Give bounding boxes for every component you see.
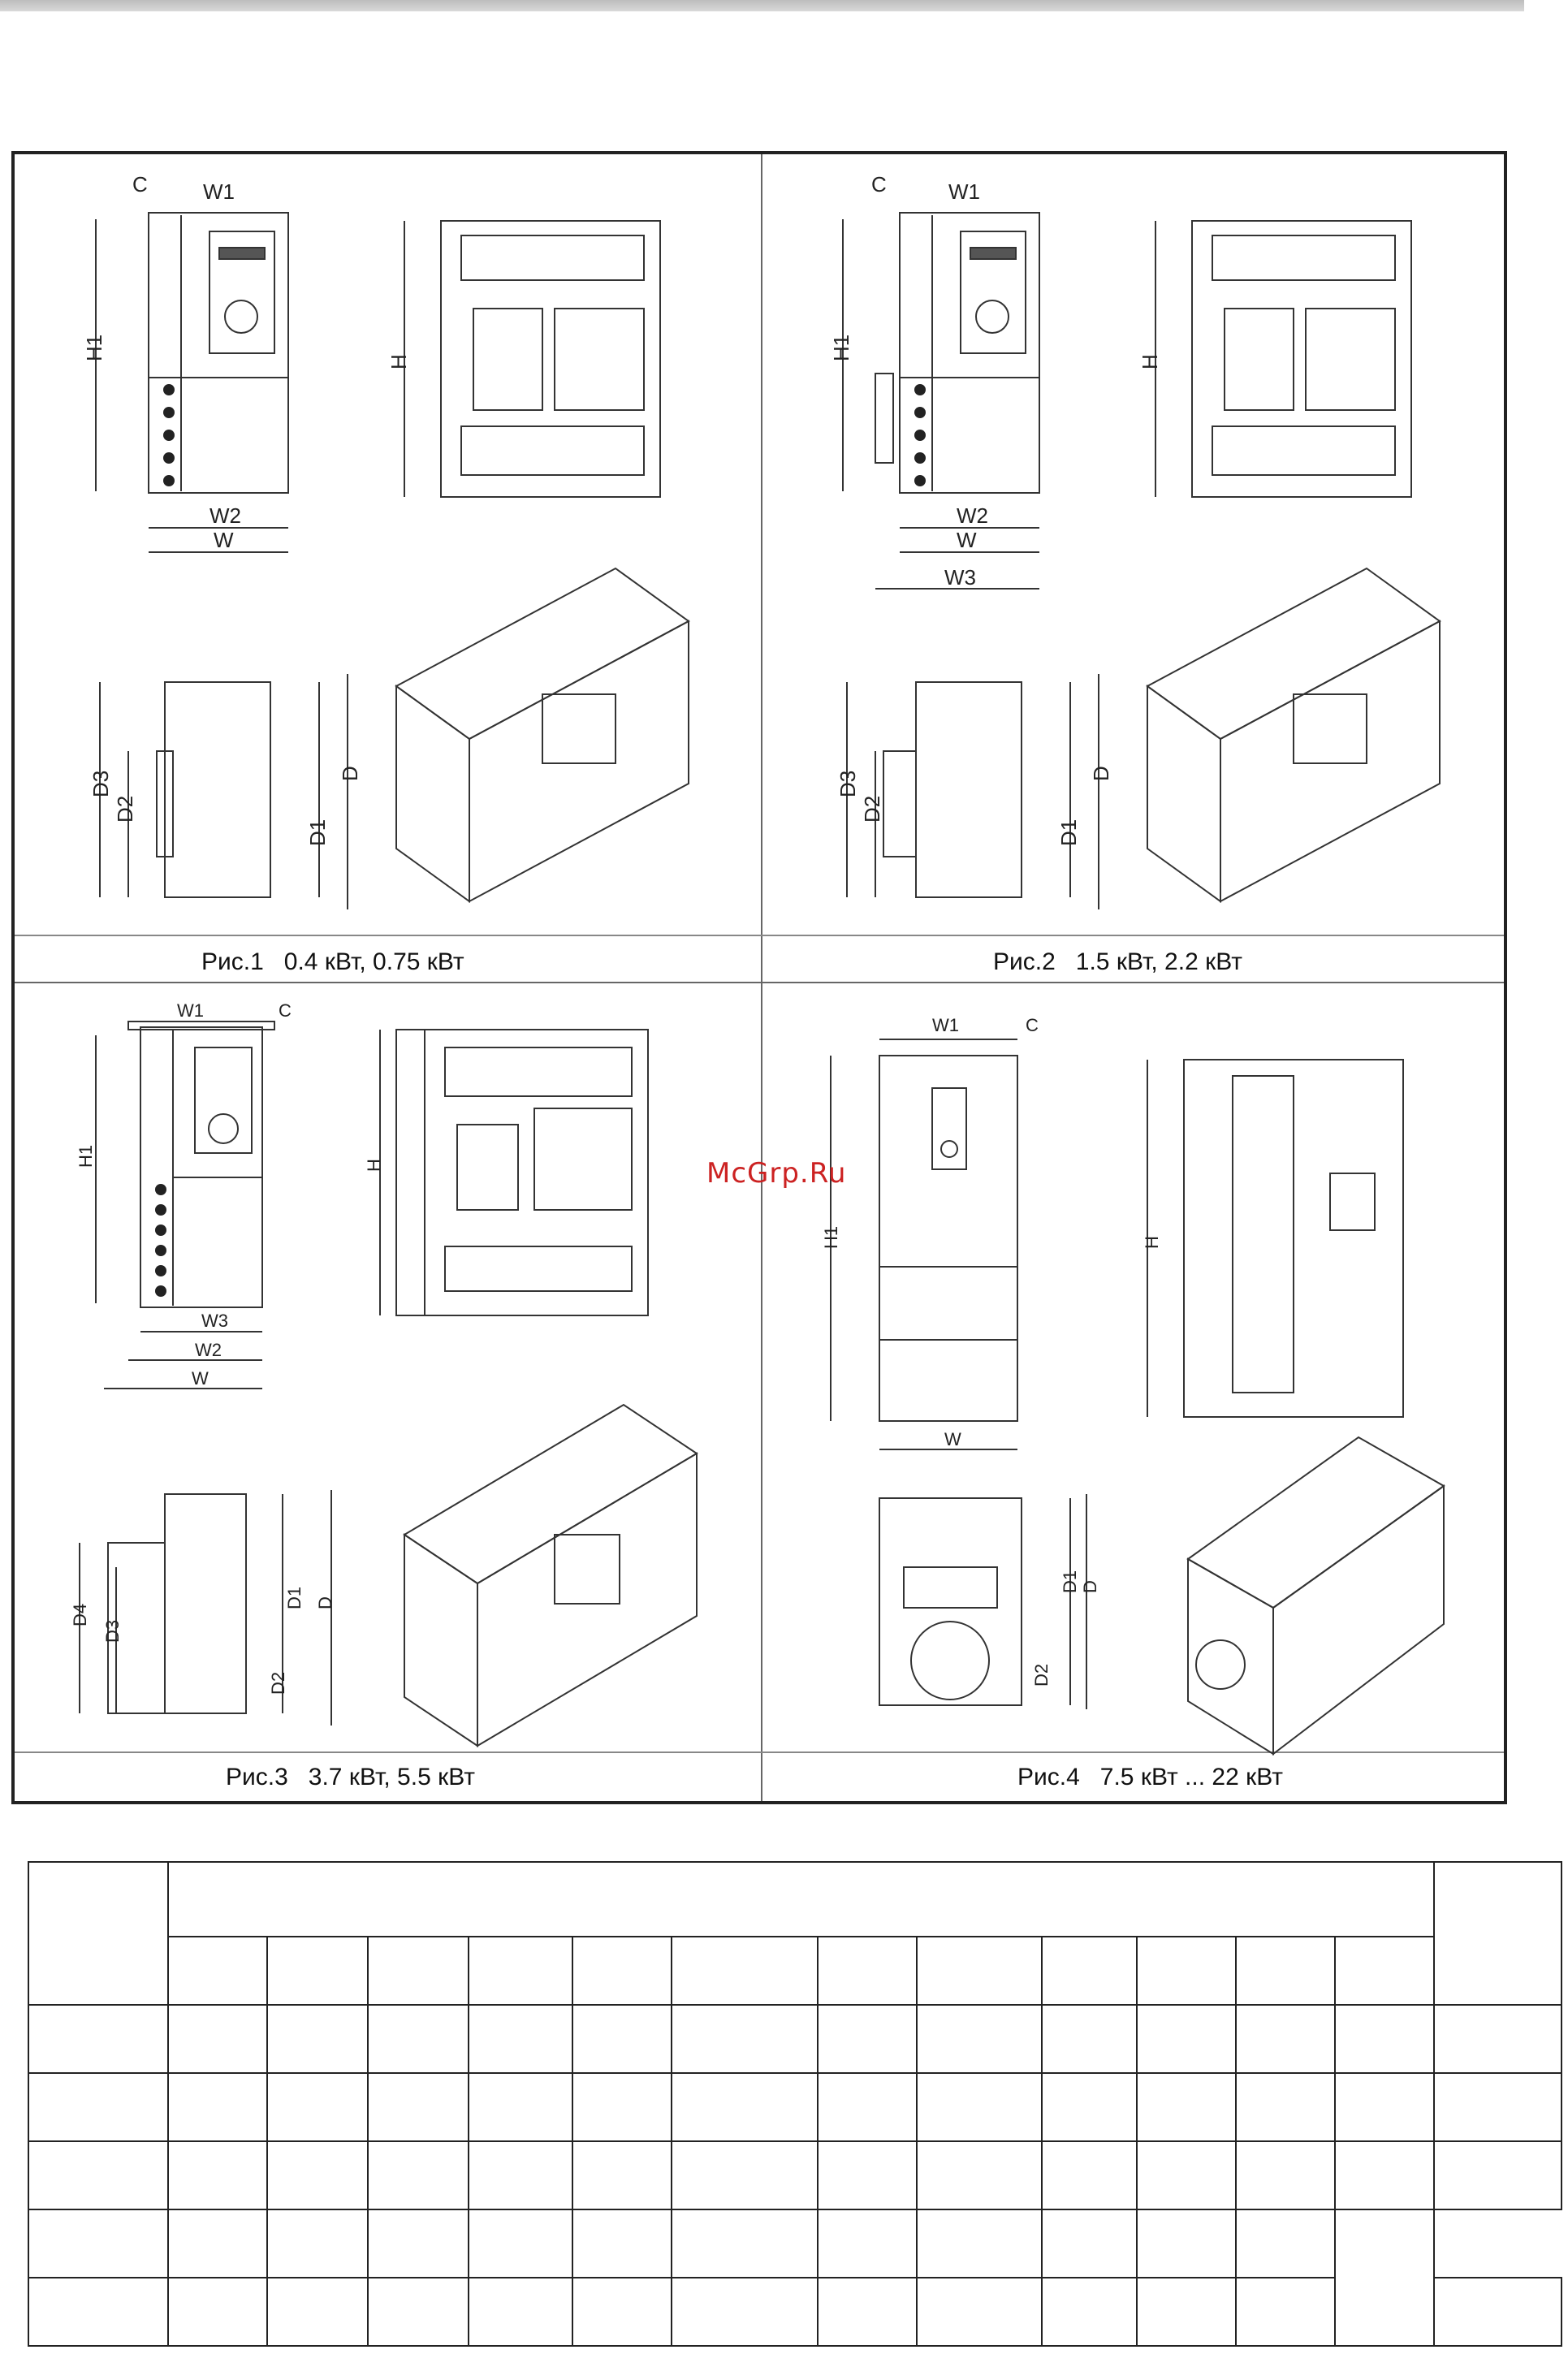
fig2-bottom-view bbox=[846, 674, 1099, 909]
fig2-dim-w2: W2 bbox=[957, 503, 988, 528]
fig2-dim-d2: D2 bbox=[860, 796, 884, 823]
fig3-dim-d1: D1 bbox=[284, 1587, 305, 1609]
fig3-dim-d: D bbox=[315, 1596, 335, 1609]
fig2-front-view bbox=[842, 212, 1040, 590]
dimensions-table bbox=[28, 1861, 1562, 2347]
fig2-iso-view bbox=[1146, 567, 1441, 903]
fig3-dim-h1: H1 bbox=[76, 1145, 96, 1168]
fig1-dim-w2: W2 bbox=[209, 503, 241, 528]
table-corner-cell bbox=[28, 1861, 169, 2006]
fig1-dim-h1: H1 bbox=[82, 335, 106, 361]
dimension-drawings: C W1 H1 H W2 W D3 D2 D1 D C W1 H1 H W2 W… bbox=[15, 154, 1504, 1801]
figure-3-caption: Рис.3 3.7 кВт, 5.5 кВт bbox=[226, 1764, 475, 1790]
header-rule bbox=[0, 0, 1524, 11]
fig1-front-view bbox=[95, 212, 289, 553]
fig2-dim-w3: W3 bbox=[944, 565, 976, 590]
fig3-dim-d2: D2 bbox=[268, 1672, 288, 1695]
fig1-dim-w1: W1 bbox=[203, 179, 235, 204]
fig4-dim-w: W bbox=[944, 1429, 961, 1449]
fig3-dim-d3: D3 bbox=[102, 1620, 123, 1643]
fig2-dim-c: C bbox=[871, 172, 887, 197]
fig2-side-view bbox=[1155, 220, 1412, 498]
fig1-iso-view bbox=[395, 567, 690, 903]
fig1-dim-w: W bbox=[214, 528, 234, 552]
table-header-span-cell bbox=[167, 1861, 1435, 1937]
fig1-bottom-view bbox=[99, 674, 348, 909]
table-row bbox=[28, 2209, 1562, 2347]
dimension-figure-panel: C W1 H1 H W2 W D3 D2 D1 D C W1 H1 H W2 W… bbox=[11, 151, 1507, 1804]
fig2-dim-w1: W1 bbox=[948, 179, 980, 204]
fig4-side-view bbox=[1147, 1059, 1404, 1418]
table-row bbox=[28, 2140, 1562, 2210]
fig2-dim-d3: D3 bbox=[836, 771, 860, 797]
fig1-dim-d1: D1 bbox=[305, 819, 330, 846]
fig2-dim-h1: H1 bbox=[829, 335, 853, 361]
table-header-right-cell bbox=[1433, 1861, 1562, 2006]
fig4-dim-d1: D1 bbox=[1060, 1570, 1080, 1593]
fig2-dim-h: H bbox=[1138, 354, 1162, 369]
table-row bbox=[28, 2072, 1562, 2142]
fig1-dim-d: D bbox=[338, 766, 362, 781]
table-row bbox=[28, 2004, 1562, 2074]
fig2-dim-d1: D1 bbox=[1056, 819, 1081, 846]
fig3-dim-c: C bbox=[279, 1000, 292, 1021]
fig2-dim-d: D bbox=[1089, 766, 1113, 781]
fig3-dim-d4: D4 bbox=[70, 1604, 90, 1626]
fig4-dim-c: C bbox=[1026, 1015, 1039, 1035]
fig4-front-view bbox=[830, 1039, 1018, 1450]
fig4-dim-h1: H1 bbox=[821, 1226, 841, 1249]
fig3-dim-w2: W2 bbox=[195, 1340, 222, 1360]
fig3-dim-w: W bbox=[192, 1368, 209, 1389]
fig3-dim-w1: W1 bbox=[177, 1000, 204, 1021]
fig3-iso-view bbox=[403, 1403, 698, 1747]
fig4-bottom-view bbox=[879, 1494, 1087, 1709]
fig1-dim-d2: D2 bbox=[113, 796, 137, 823]
fig3-side-view bbox=[379, 1029, 649, 1316]
figure-4-caption: Рис.4 7.5 кВт ... 22 кВт bbox=[1017, 1764, 1283, 1790]
fig2-dim-w: W bbox=[957, 528, 977, 552]
figure-1-caption: Рис.1 0.4 кВт, 0.75 кВт bbox=[201, 948, 464, 975]
fig4-dim-d2: D2 bbox=[1031, 1664, 1052, 1687]
fig1-dim-h: H bbox=[387, 354, 411, 369]
fig3-front-view bbox=[95, 1021, 275, 1389]
fig1-side-view bbox=[404, 220, 661, 498]
fig4-iso-view bbox=[1186, 1436, 1445, 1756]
figure-2-caption: Рис.2 1.5 кВт, 2.2 кВт bbox=[993, 948, 1242, 975]
fig1-dim-d3: D3 bbox=[89, 771, 113, 797]
fig1-dim-c: C bbox=[132, 172, 148, 197]
table-row bbox=[28, 2277, 1562, 2347]
fig3-dim-h: H bbox=[364, 1159, 384, 1172]
watermark-text: McGrp.Ru bbox=[706, 1157, 847, 1190]
fig4-dim-w1: W1 bbox=[932, 1015, 959, 1035]
fig3-bottom-view bbox=[79, 1490, 332, 1726]
fig3-dim-w3: W3 bbox=[201, 1311, 228, 1331]
fig4-dim-d: D bbox=[1080, 1580, 1100, 1593]
table-subheader-row bbox=[28, 1936, 1562, 2006]
fig4-dim-h: H bbox=[1142, 1236, 1162, 1249]
